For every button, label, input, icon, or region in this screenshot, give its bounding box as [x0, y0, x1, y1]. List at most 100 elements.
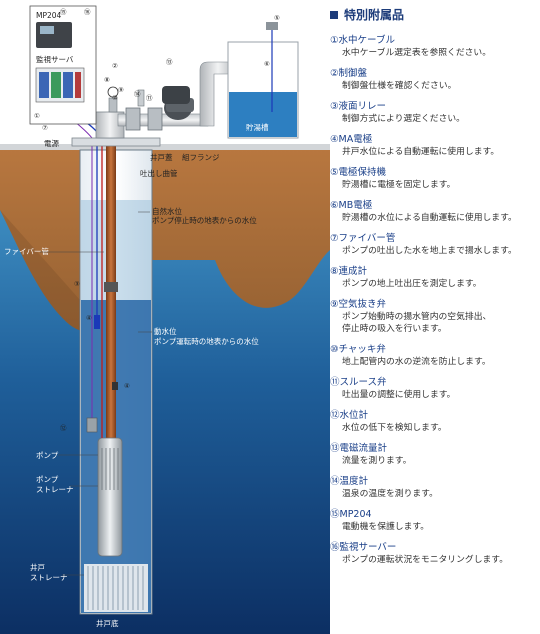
pump-body	[97, 437, 123, 557]
pump-strainer-label-1: ポンプ	[36, 475, 59, 484]
legend-item-name: ①水中ケーブル	[330, 35, 395, 46]
ground-surface	[0, 144, 330, 150]
water-level-gauge	[86, 417, 98, 433]
pump-strainer-ribs	[101, 448, 119, 490]
legend-item: ⑦ファイバー管ポンプの吐出した水を地上まで揚水します。	[330, 233, 536, 257]
well-strainer-slots	[87, 566, 144, 610]
legend-item-name: ⑤電極保持機	[330, 167, 387, 178]
legend-item-name: ⑨空気抜き弁	[330, 299, 387, 310]
legend-item-desc: 地上配管内の水の逆流を防止します。	[342, 357, 491, 367]
marker-8: ⑧	[104, 76, 110, 84]
legend-item-desc: ポンプの地上吐出圧を測定します。	[342, 279, 482, 289]
pump-label: ポンプ	[36, 451, 59, 460]
legend-item-name: ⑩チャッキ弁	[330, 344, 386, 355]
legend-item-desc: 井戸水位による自動運転に使用します。	[342, 147, 500, 157]
legend-item-desc: 流量を測ります。	[342, 456, 412, 466]
legend-item: ⑪スルース弁吐出量の調整に使用します。	[330, 377, 536, 401]
legend-item-desc: 電動機を保護します。	[342, 522, 430, 532]
marker-1: ①	[34, 112, 40, 120]
legend-item-name: ④MA電極	[330, 134, 373, 145]
marker-3: ③	[74, 280, 80, 288]
leader-lines	[40, 211, 152, 576]
marker-15: ⑮	[60, 8, 67, 16]
well-bottom-label: 井戸底	[96, 618, 119, 628]
legend-item: ⑧連成計ポンプの地上吐出圧を測定します。	[330, 266, 536, 290]
legend-item-desc: ポンプの運転状況をモニタリングします。	[342, 555, 508, 565]
legend-item-desc: 温泉の温度を測ります。	[342, 489, 438, 499]
well-cover	[71, 137, 161, 147]
well-strainer-label-2: ストレーナ	[30, 573, 68, 582]
dynamic-level-sub-label: ポンプ運転時の地表からの水位	[154, 336, 259, 346]
marker-13: ⑬	[166, 58, 173, 66]
monitor-server-label: 監視サーバ	[36, 54, 74, 64]
accessories-legend: 特別附属品 ①水中ケーブル水中ケーブル選定表を参照ください。 ②制御盤制御盤仕様を…	[330, 6, 536, 575]
legend-item-desc: ポンプの吐出した水を地上まで揚水します。	[342, 246, 517, 256]
legend-item-desc: 貯湯槽に電極を固定します。	[342, 180, 456, 190]
level-sensor-small	[112, 382, 118, 390]
legend-item: ⑩チャッキ弁地上配管内の水の逆流を防止します。	[330, 344, 536, 368]
air-release-valve	[108, 97, 118, 113]
marker-11: ⑪	[146, 94, 153, 102]
legend-item-name: ⑭温度計	[330, 476, 369, 487]
legend-item: ③液面リレー制御方式により選定ください。	[330, 101, 536, 125]
legend-list: ①水中ケーブル水中ケーブル選定表を参照ください。 ②制御盤制御盤仕様を確認ください…	[330, 35, 536, 566]
legend-item-desc: 吐出量の調整に使用します。	[342, 390, 456, 400]
discharge-bend-label: 吐出し曲管	[140, 168, 178, 178]
pump-strainer-label-2: ストレーナ	[36, 485, 74, 494]
legend-item: ④MA電極井戸水位による自動運転に使用します。	[330, 134, 536, 158]
legend-item: ⑨空気抜き弁ポンプ始動時の揚水管内の空気排出、 停止時の吸入を行います。	[330, 299, 536, 335]
legend-item-name: ⑪スルース弁	[330, 377, 387, 388]
legend-item: ⑯監視サーバーポンプの運転状況をモニタリングします。	[330, 542, 536, 566]
legend-item: ⑤電極保持機貯湯槽に電極を固定します。	[330, 167, 536, 191]
marker-5: ⑤	[274, 14, 280, 22]
marker-16: ⑯	[84, 8, 91, 16]
marker-10: ⑩	[112, 94, 118, 102]
natural-level-sub-label: ポンプ停止時の地表からの水位	[152, 215, 257, 225]
well-strainer	[84, 564, 148, 612]
pipe-to-tank	[199, 61, 237, 127]
well-strainer-label-1: 井戸	[30, 562, 45, 572]
legend-title: 特別附属品	[330, 6, 536, 23]
server-unit-1	[39, 72, 49, 98]
legend-item-desc: ポンプ始動時の揚水管内の空気排出、 停止時の吸入を行います。	[342, 312, 492, 334]
mp204-label: MP204	[36, 11, 62, 20]
legend-item-desc: 制御盤仕様を確認ください。	[342, 81, 457, 91]
ma-electrode	[94, 315, 100, 329]
legend-item-name: ⑧連成計	[330, 266, 368, 277]
hot-water-tank-label: 貯湯槽	[246, 122, 269, 132]
marker-9: ⑨	[118, 86, 124, 94]
natural-level-label: 自然水位	[152, 206, 182, 216]
sluice-valve	[147, 107, 163, 131]
power-label: 電源	[44, 139, 59, 148]
well-cover-label: 井戸蓋	[150, 152, 173, 162]
legend-title-text: 特別附属品	[344, 8, 405, 22]
marker-6: ⑥	[264, 60, 270, 68]
legend-item: ⑭温度計温泉の温度を測ります。	[330, 476, 536, 500]
marker-4b: ④	[124, 382, 130, 390]
legend-item-desc: 貯湯槽の水位による自動運転に使用します。	[342, 213, 517, 223]
mp204-unit	[36, 22, 72, 48]
legend-item: ⑫水位計水位の低下を検知します。	[330, 410, 536, 434]
legend-item: ②制御盤制御盤仕様を確認ください。	[330, 68, 536, 92]
fiber-pipe-label: ファイバー管	[4, 246, 49, 256]
legend-bullet-icon	[330, 10, 338, 19]
flange-label: 組フランジ	[182, 152, 220, 162]
mp204-screen	[40, 26, 54, 34]
legend-item-name: ⑥MB電極	[330, 200, 373, 211]
level-relay-probe	[104, 282, 118, 292]
server-unit-3	[63, 72, 73, 98]
legend-item-name: ⑫水位計	[330, 410, 369, 421]
legend-item: ①水中ケーブル水中ケーブル選定表を参照ください。	[330, 35, 536, 59]
surface-motor	[162, 86, 190, 104]
thermometer	[137, 89, 145, 107]
marker-4: ④	[86, 314, 92, 322]
marker-2: ②	[112, 62, 118, 70]
tank-water	[229, 92, 297, 137]
legend-item: ⑥MB電極貯湯槽の水位による自動運転に使用します。	[330, 200, 536, 224]
legend-item-name: ⑦ファイバー管	[330, 233, 396, 244]
server-unit-2	[51, 72, 61, 98]
marker-7: ⑦	[42, 124, 48, 132]
pressure-gauge-icon	[107, 86, 119, 98]
legend-item-name: ②制御盤	[330, 68, 368, 79]
